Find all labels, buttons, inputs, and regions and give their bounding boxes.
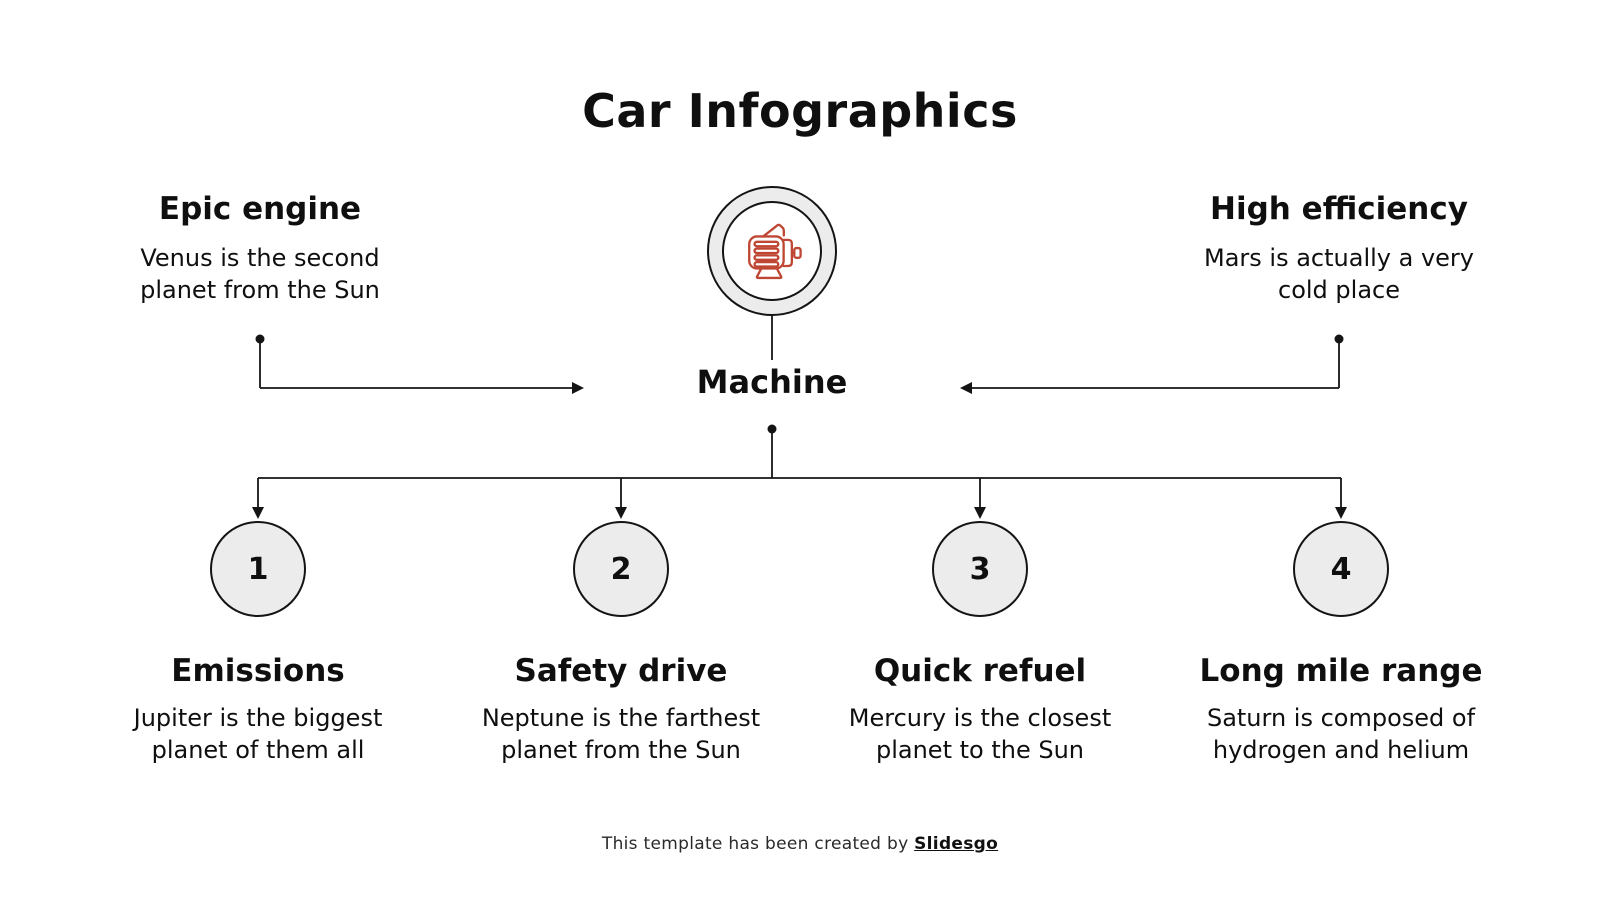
hub-inner-circle xyxy=(722,201,822,301)
hub-circle xyxy=(707,186,837,316)
side-note-body: Venus is the second planet from the Sun xyxy=(140,244,380,304)
branch-node-3: 3 xyxy=(932,521,1028,617)
branch-body: Neptune is the farthest planet from the … xyxy=(481,704,761,764)
branch-column-emissions: Emissions Jupiter is the biggest planet … xyxy=(88,650,428,766)
branch-title: Quick refuel xyxy=(873,653,1087,689)
side-note-title: High efficiency xyxy=(1210,191,1468,227)
branch-node-1: 1 xyxy=(210,521,306,617)
branch-column-long-mile-range: Long mile range Saturn is composed of hy… xyxy=(1171,650,1511,766)
branch-distributor xyxy=(252,424,1347,519)
branch-number: 3 xyxy=(969,551,991,587)
branch-number: 2 xyxy=(610,551,632,587)
branch-body: Saturn is composed of hydrogen and heliu… xyxy=(1206,704,1476,764)
branch-node-4: 4 xyxy=(1293,521,1389,617)
branch-number: 1 xyxy=(247,551,269,587)
branch-title: Long mile range xyxy=(1199,653,1483,689)
right-connector xyxy=(960,334,1344,394)
branch-title: Safety drive xyxy=(514,653,728,689)
footer-credit-text: This template has been created by xyxy=(601,834,915,854)
branch-column-quick-refuel: Quick refuel Mercury is the closest plan… xyxy=(810,650,1150,766)
branch-title: Emissions xyxy=(171,653,345,689)
page-title: Car Infographics xyxy=(582,84,1018,138)
side-note-epic-engine: Epic engine Venus is the second planet f… xyxy=(70,188,450,306)
branch-body: Mercury is the closest planet to the Sun xyxy=(848,704,1112,764)
side-note-title: Epic engine xyxy=(158,191,362,227)
hub-label: Machine xyxy=(696,363,848,401)
side-note-high-efficiency: High efficiency Mars is actually a very … xyxy=(1149,188,1529,306)
left-connector xyxy=(255,334,584,394)
engine-icon xyxy=(748,223,802,280)
branch-node-2: 2 xyxy=(573,521,669,617)
side-note-body: Mars is actually a very cold place xyxy=(1204,244,1474,304)
branch-number: 4 xyxy=(1330,551,1352,587)
branch-column-safety-drive: Safety drive Neptune is the farthest pla… xyxy=(451,650,791,766)
slidesgo-link[interactable]: Slidesgo xyxy=(914,834,999,854)
footer-credit: This template has been created by Slides… xyxy=(0,834,1600,854)
branch-body: Jupiter is the biggest planet of them al… xyxy=(133,704,383,764)
